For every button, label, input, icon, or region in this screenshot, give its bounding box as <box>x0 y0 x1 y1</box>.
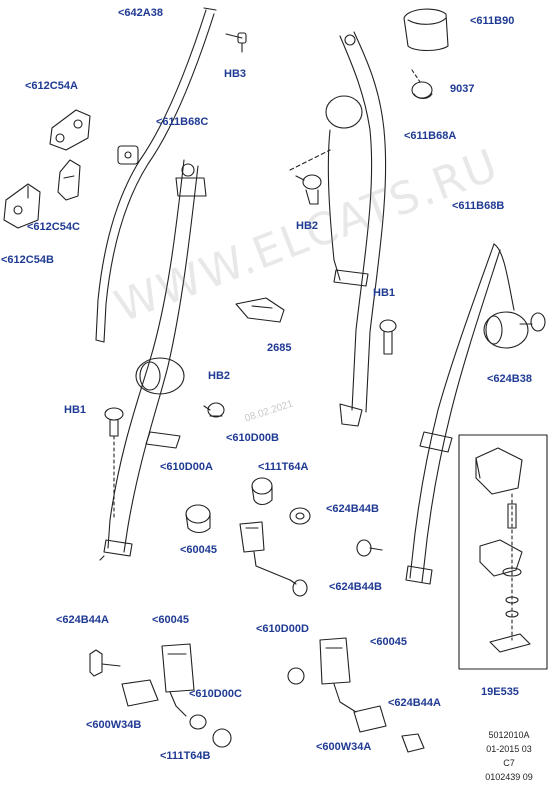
callout-624B44B-a[interactable]: <624B44B <box>326 503 379 515</box>
plug-9037 <box>411 69 433 100</box>
callout-19E535[interactable]: 19E535 <box>481 686 519 698</box>
callout-612C54C[interactable]: <612C54C <box>27 221 80 233</box>
belt-611B68B <box>405 243 529 585</box>
clip-2685 <box>235 297 285 323</box>
callout-612C54A[interactable]: <612C54A <box>25 80 78 92</box>
bracket-612C54A <box>49 109 91 151</box>
callout-111T64B[interactable]: <111T64B <box>160 750 211 762</box>
clip-612C54C <box>57 159 81 201</box>
callout-2685[interactable]: 2685 <box>267 342 292 354</box>
callout-hb2-mid[interactable]: HB2 <box>208 370 231 382</box>
buckle-group-left <box>89 643 232 748</box>
callout-642A38[interactable]: <642A38 <box>118 7 163 19</box>
callout-9037[interactable]: 9037 <box>450 83 475 95</box>
buckle-60045-mid <box>239 521 291 581</box>
bolt-hb1-right <box>379 319 397 355</box>
footer-ref: 5012010A <box>488 730 530 740</box>
callout-610D00B[interactable]: <610D00B <box>226 432 279 444</box>
callout-610D00D[interactable]: <610D00D <box>256 623 309 635</box>
callout-612C54B[interactable]: <612C54B <box>1 254 54 266</box>
spacer-610D00B <box>251 477 273 506</box>
callout-60045-a[interactable]: <60045 <box>180 544 218 556</box>
footer-date-range: 01-2015 03 <box>486 744 532 754</box>
bolt-hb2-top <box>295 174 322 205</box>
inset-19E535 <box>458 434 548 670</box>
buckle-group-right <box>287 637 425 753</box>
belt-611B68A <box>289 31 387 427</box>
spacer-610D00A <box>185 504 211 534</box>
bolt-hb2-mid <box>203 402 225 418</box>
washer-111T64A <box>289 507 311 525</box>
callout-hb2-top[interactable]: HB2 <box>296 220 319 232</box>
callout-624B44A-right[interactable]: <624B44A <box>388 697 441 709</box>
bolt-624B38 <box>519 312 546 332</box>
callout-624B44A-left[interactable]: <624B44A <box>56 614 109 626</box>
bolt-hb1-left <box>104 407 124 521</box>
callout-hb3[interactable]: HB3 <box>224 68 247 80</box>
callout-624B38[interactable]: <624B38 <box>487 373 532 385</box>
bracket-612C54B <box>3 183 41 229</box>
callout-60045-b[interactable]: <60045 <box>152 614 190 626</box>
callout-600W34A[interactable]: <600W34A <box>316 741 372 753</box>
callout-hb1-left[interactable]: HB1 <box>64 404 87 416</box>
callout-624B44B-b[interactable]: <624B44B <box>329 581 382 593</box>
footer-number: 0102439 09 <box>485 772 533 782</box>
footer-code: C7 <box>503 758 515 768</box>
callout-611B68B[interactable]: <611B68B <box>452 200 505 212</box>
bolt-624B44B <box>289 539 383 597</box>
callout-hb1-right[interactable]: HB1 <box>373 287 396 299</box>
callout-610D00A[interactable]: <610D00A <box>160 461 213 473</box>
callout-600W34B[interactable]: <600W34B <box>86 719 142 731</box>
callout-611B68C[interactable]: <611B68C <box>156 116 209 128</box>
strap-642A38 <box>95 7 217 343</box>
callout-610D00C[interactable]: <610D00C <box>189 688 242 700</box>
belt-611B68C <box>99 159 207 561</box>
callout-611B68A[interactable]: <611B68A <box>404 130 457 142</box>
callout-111T64A[interactable]: <111T64A <box>258 461 309 473</box>
callout-60045-c[interactable]: <60045 <box>370 636 408 648</box>
bolt-hb3 <box>225 32 247 53</box>
cap-611B90 <box>403 8 449 52</box>
callout-611B90[interactable]: <611B90 <box>470 15 515 27</box>
